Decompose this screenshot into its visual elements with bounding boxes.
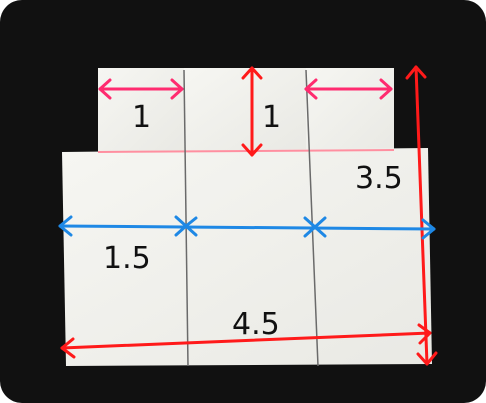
label-top-middle-height: 1 — [262, 100, 281, 135]
arrow-bottom-total-width — [60, 323, 432, 359]
arrow-top-right-width — [304, 78, 393, 100]
label-bottom-total-width: 4.5 — [232, 307, 280, 342]
fold-line-1 — [183, 69, 189, 367]
top-flap-right — [306, 68, 394, 152]
top-flap-left — [98, 68, 184, 152]
flap-edge — [97, 149, 395, 153]
arrow-top-middle-height — [241, 66, 263, 157]
label-bottom-left-width: 1.5 — [103, 241, 151, 276]
arrow-right-total-height — [405, 65, 438, 366]
top-flap-middle — [184, 68, 306, 152]
measurement-arrows — [58, 65, 438, 366]
paper-net — [62, 68, 432, 367]
label-right-total-height: 3.5 — [355, 161, 403, 196]
main-panel — [62, 148, 432, 366]
label-top-left-width: 1 — [132, 100, 151, 135]
arrow-top-left-width — [98, 78, 184, 100]
arrow-blue-width — [58, 215, 436, 240]
fold-line-2 — [305, 69, 319, 367]
